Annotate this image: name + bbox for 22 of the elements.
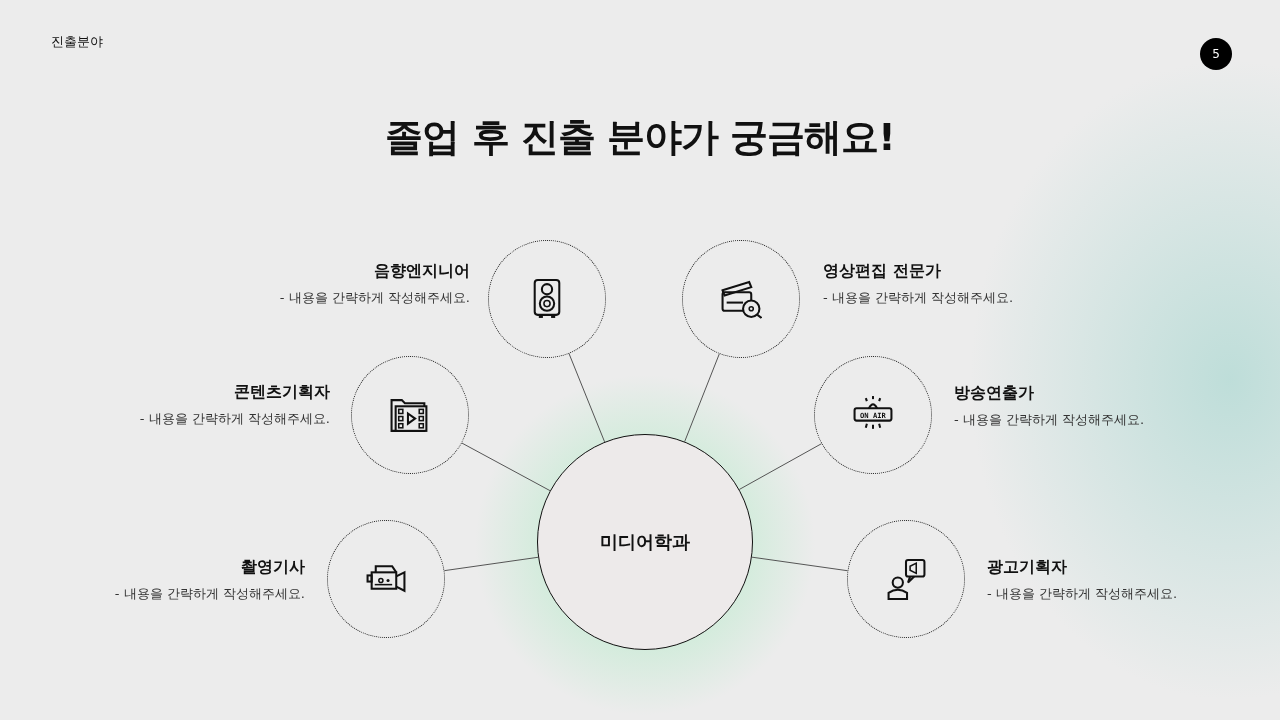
connector-line xyxy=(751,556,849,572)
connector-line xyxy=(443,556,539,572)
role-description: - 내용을 간략하게 작성해주세요. xyxy=(279,289,470,307)
page-number-badge: 5 xyxy=(1200,38,1232,70)
role-title: 콘텐츠기획자 xyxy=(234,382,330,403)
role-title: 광고기획자 xyxy=(987,557,1067,578)
connector-line xyxy=(568,353,606,443)
connector-line xyxy=(461,442,551,492)
role-description: - 내용을 간략하게 작성해주세요. xyxy=(823,289,1014,307)
role-title: 영상편집 전문가 xyxy=(823,261,941,282)
role-title: 방송연출가 xyxy=(954,383,1034,404)
center-circle: 미디어학과 xyxy=(537,434,753,650)
slide-title: 졸업 후 진출 분야가 궁금해요! xyxy=(384,114,896,161)
role-description: - 내용을 간략하게 작성해주세요. xyxy=(954,411,1145,429)
role-title: 촬영기사 xyxy=(241,557,305,578)
role-description: - 내용을 간략하게 작성해주세요. xyxy=(139,410,330,428)
connector-line xyxy=(684,353,720,443)
connector-line xyxy=(738,443,822,490)
section-label: 진출분야 xyxy=(51,33,103,51)
role-title: 음향엔지니어 xyxy=(374,261,470,282)
role-description: - 내용을 간략하게 작성해주세요. xyxy=(114,585,305,603)
role-description: - 내용을 간략하게 작성해주세요. xyxy=(987,585,1178,603)
